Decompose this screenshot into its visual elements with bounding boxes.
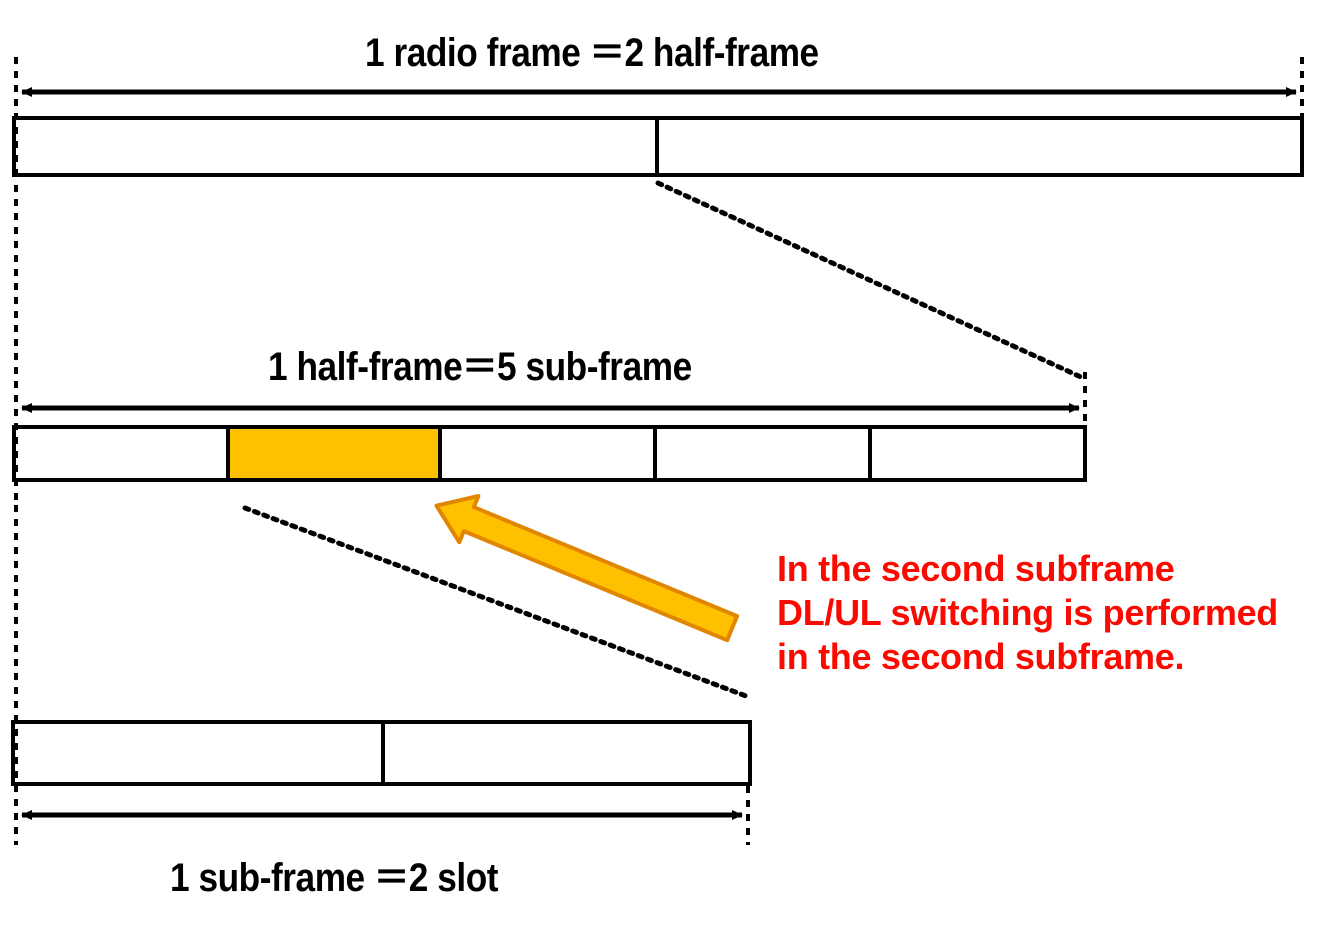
- sub-frame-cell-2: [381, 720, 752, 786]
- sub-frame-cell-1: [11, 720, 385, 786]
- orange-callout-arrow: [434, 494, 740, 643]
- half-frame-cell-2: [226, 425, 442, 482]
- radio-frame-cell-1: [12, 116, 659, 177]
- half-frame-cell-4: [653, 425, 872, 482]
- connector-dotted-half-to-sub: [242, 505, 749, 699]
- connector-dotted-radio-to-half: [655, 180, 1086, 381]
- radio-frame-caption: 1 radio frame ＝2 half-frame: [365, 31, 819, 75]
- half-frame-cell-5: [868, 425, 1087, 482]
- half-frame-cell-3: [438, 425, 657, 482]
- half-frame-cell-1: [12, 425, 230, 482]
- radio-frame-cell-2: [655, 116, 1304, 177]
- half-frame-caption: 1 half-frame＝5 sub-frame: [268, 345, 692, 389]
- sub-frame-caption: 1 sub-frame ＝2 slot: [170, 856, 499, 900]
- dl-ul-switching-note: In the second subframe DL/UL switching i…: [777, 548, 1278, 677]
